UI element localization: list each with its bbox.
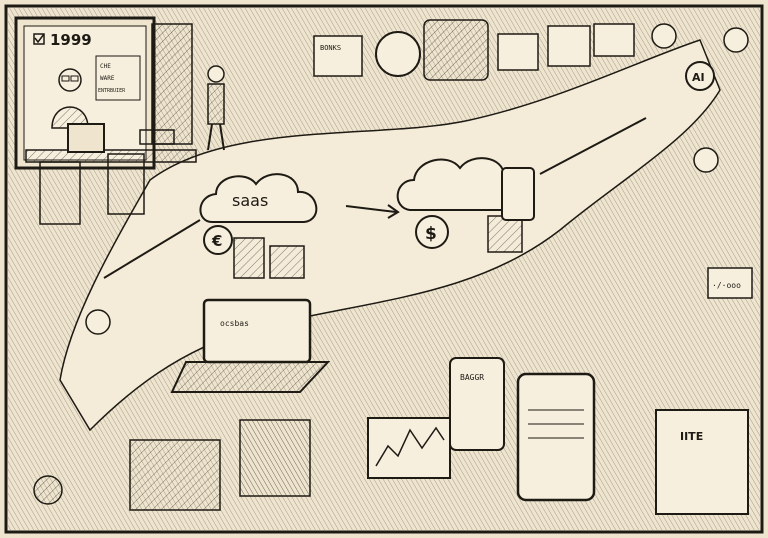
whiteboard-note-line-1: CHE [100, 63, 111, 70]
arrow-icon [345, 205, 397, 213]
gear-icon-2 [33, 475, 63, 505]
ai-badge-icon [685, 61, 715, 91]
check-mark-icon [34, 33, 45, 44]
arrow-head [387, 204, 400, 219]
figure-head [207, 65, 225, 83]
top-sign-label: BONKS [320, 44, 341, 52]
chart-icon [367, 417, 451, 479]
laptop-group: ocsbas [170, 298, 331, 393]
badge-icon [85, 309, 111, 335]
globe-icon [693, 147, 719, 173]
chart-line [375, 426, 445, 467]
coin-stack-icon-2 [269, 245, 305, 279]
laptop-screen-label: ocsbas [220, 319, 249, 328]
figure-leg-left [207, 123, 213, 151]
figure-leg-right [219, 123, 225, 151]
storefront-group: IITE ·/·ooo [655, 267, 753, 515]
ai-badge-cluster: AI [651, 23, 749, 173]
storefront-label: IITE [680, 430, 703, 443]
smartphone-icon-2 [449, 357, 505, 451]
top-sign [313, 35, 363, 77]
office-chair [107, 153, 145, 215]
checkbox-icon [33, 33, 45, 45]
laptop-keyboard [170, 361, 331, 393]
chart-monitor [367, 417, 451, 479]
dollar-frame [497, 33, 539, 71]
saas-cloud-group: saas € [199, 173, 318, 279]
person-head [58, 68, 82, 92]
lower-left-gadgets [33, 309, 311, 511]
figure-body [207, 83, 225, 125]
glasses-left [61, 75, 70, 82]
target-icon [651, 23, 677, 49]
whiteboard-note-line-3: ENTRBUIER [98, 88, 126, 94]
crt-monitor [67, 123, 105, 153]
paper-border [4, 4, 764, 534]
phone-group: BAGGR [449, 357, 596, 502]
desk-top [25, 149, 197, 163]
office-scene-1999: 1999 CHE WARE ENTRBUIER [14, 16, 197, 225]
cash-register [239, 419, 311, 497]
phone-screen-label: BAGGR [460, 373, 484, 382]
smartphone-icon [501, 167, 535, 221]
machine-block [129, 439, 221, 511]
top-gadget-strip [375, 19, 635, 81]
bookshelf [151, 23, 193, 145]
double-arrow-left [103, 219, 201, 279]
saas-cloud-label: saas [232, 191, 268, 210]
monitor-panel-label: ·/·ooo [712, 281, 741, 290]
euro-coin-glyph: € [211, 232, 222, 250]
storefront-panel [655, 409, 749, 515]
dollar-coin-glyph: $ [425, 224, 437, 244]
cloud-payment-group: $ [396, 157, 535, 253]
standing-figure [207, 65, 225, 151]
bar-chart-frame [547, 25, 591, 67]
desk-drawers [39, 161, 81, 225]
coin-stack-icon [233, 237, 265, 279]
cloud-icon [199, 173, 318, 223]
whiteboard-note [95, 55, 141, 101]
coin-stack-icon-3 [487, 215, 523, 253]
graph-frame [593, 23, 635, 57]
headset-icon [375, 31, 421, 77]
dollar-coin-icon [415, 215, 449, 249]
whiteboard-note-line-2: WARE [100, 75, 115, 82]
smartphone-icon-3 [516, 372, 596, 502]
monitor-panel [707, 267, 753, 299]
glasses-right [70, 75, 79, 82]
laptop-icon [202, 298, 312, 364]
server-unit [423, 19, 489, 81]
year-sign: 1999 [50, 31, 92, 49]
euro-coin-icon [203, 225, 233, 255]
double-arrow-right [539, 117, 647, 175]
gear-icon [723, 27, 749, 53]
ai-badge-glyph: AI [692, 71, 705, 84]
